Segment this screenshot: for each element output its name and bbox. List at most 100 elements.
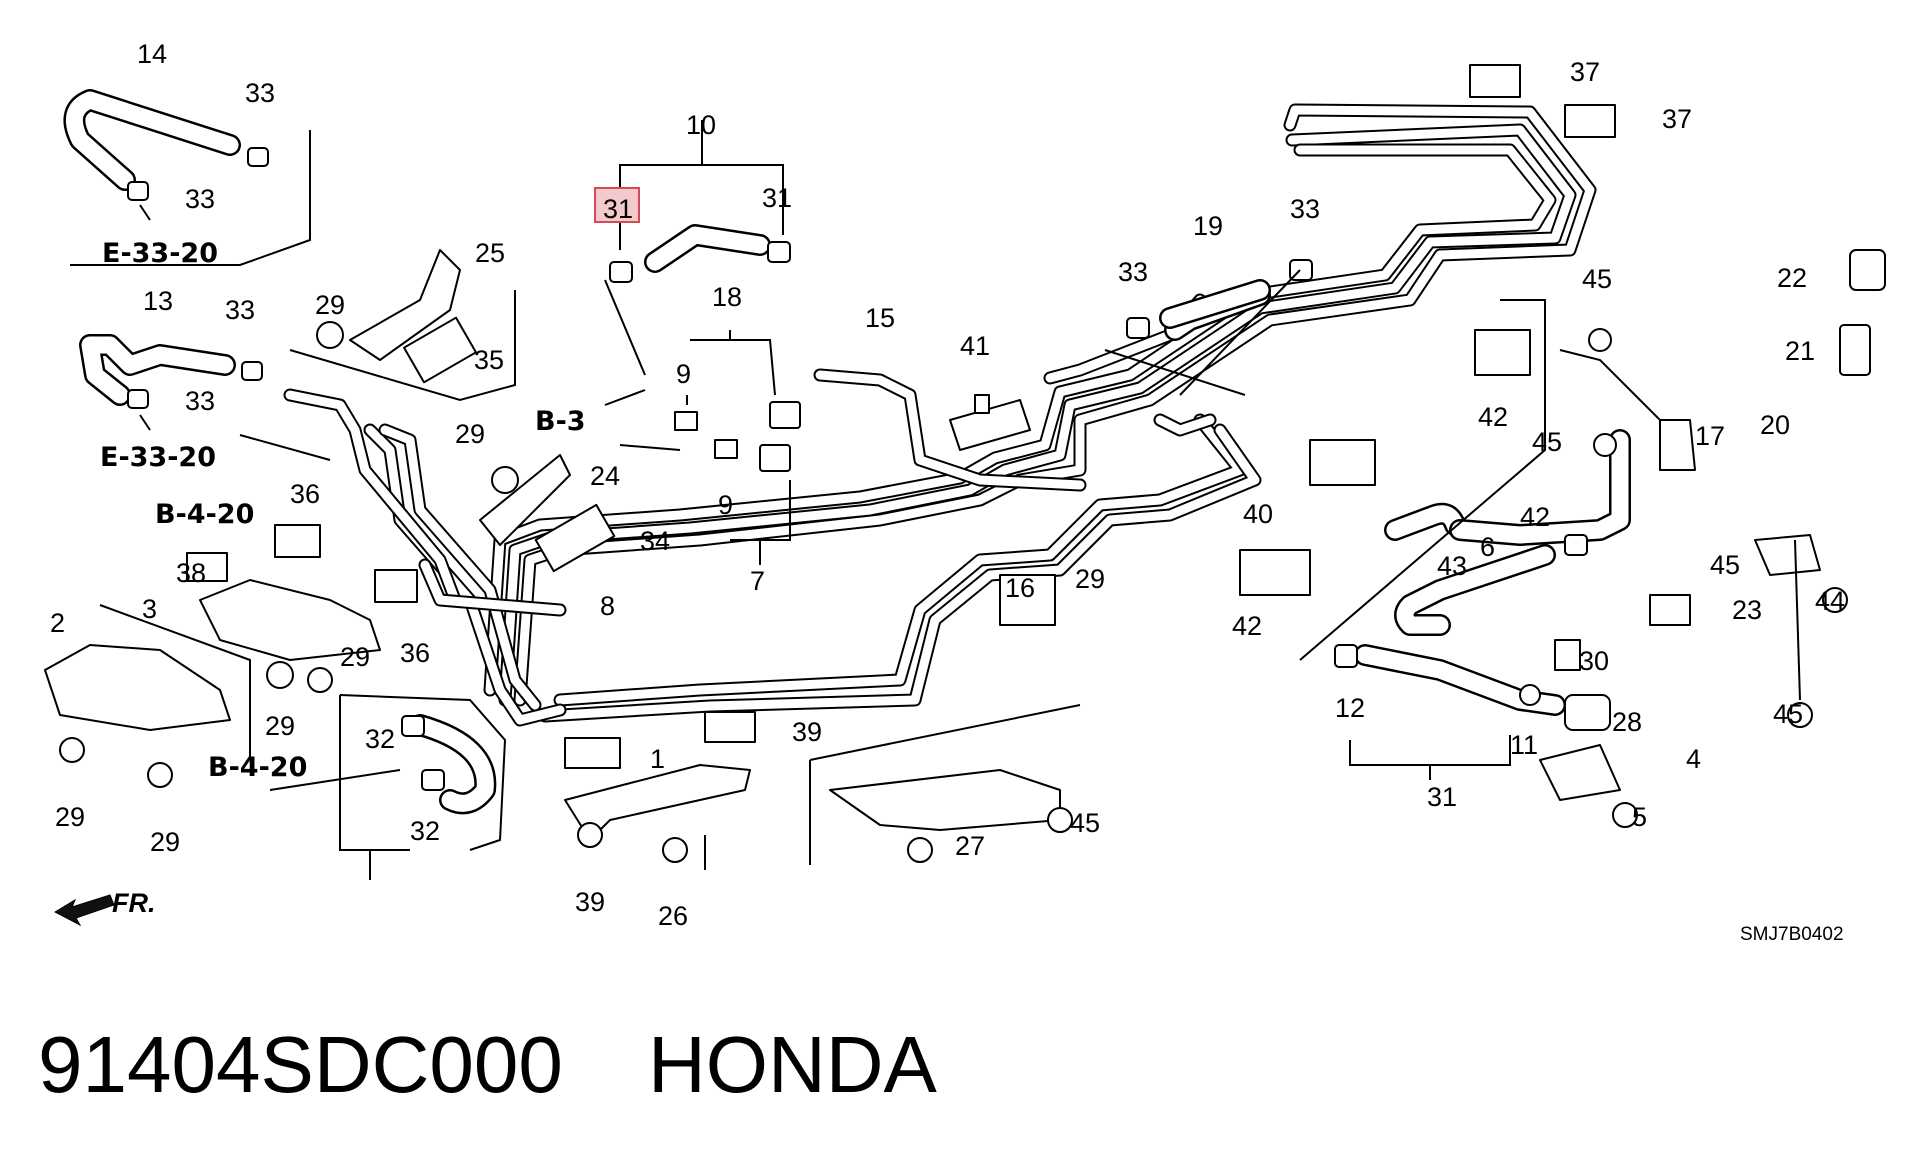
callout-29: 29: [340, 642, 370, 672]
bracket-25: [349, 249, 461, 361]
callout-42: 42: [1478, 402, 1508, 432]
bracket-23: [1754, 534, 1821, 576]
callout-29: 29: [265, 711, 295, 741]
callout-38: 38: [176, 558, 206, 588]
callout-33: 33: [1290, 194, 1320, 224]
clip-40: [999, 574, 1056, 626]
bolt-45f: [1612, 802, 1638, 828]
callout-43: 43: [1437, 551, 1467, 581]
clip-39a: [564, 737, 621, 769]
callout-41: 41: [960, 331, 990, 361]
clip-39b: [704, 711, 756, 743]
callout-15: 15: [865, 303, 895, 333]
callout-22: 22: [1777, 263, 1807, 293]
brand-name: HONDA: [648, 1020, 938, 1109]
nut-29d: [307, 667, 333, 693]
nut-29e: [59, 737, 85, 763]
callout-33: 33: [185, 386, 215, 416]
nut-29c: [266, 661, 294, 689]
callout-29: 29: [315, 290, 345, 320]
callout-33: 33: [185, 184, 215, 214]
clip-31c: [1334, 644, 1358, 668]
callout-14: 14: [137, 39, 167, 69]
ref-e-33-20-b: E-33-20: [100, 442, 216, 473]
bolt-45c: [1593, 433, 1617, 457]
parts: [44, 64, 1886, 863]
callout-37: 37: [1570, 57, 1600, 87]
callout-31: 31: [762, 183, 792, 213]
callout-30: 30: [1579, 646, 1609, 676]
bracket-26-hole: [577, 822, 603, 848]
callout-39: 39: [575, 887, 605, 917]
clip-9b: [714, 439, 738, 459]
ref-b-4-20-b: B-4-20: [208, 752, 307, 783]
callout-45: 45: [1532, 427, 1562, 457]
clip-33c: [241, 361, 263, 381]
callout-17: 17: [1695, 421, 1725, 451]
clip-33a: [247, 147, 269, 167]
callout-19: 19: [1193, 211, 1223, 241]
callout-35: 35: [474, 345, 504, 375]
clip-30: [1519, 684, 1541, 706]
ref-e-33-20-a: E-33-20: [102, 238, 218, 269]
bracket-3: [199, 579, 381, 661]
bracket-17: [1659, 419, 1696, 471]
callout-2: 2: [50, 608, 65, 638]
block-34: [534, 503, 616, 573]
callout-12: 12: [1335, 693, 1365, 723]
callout-10: 10: [686, 110, 716, 140]
clip-42b: [1309, 439, 1376, 486]
clamp-41: [949, 399, 1031, 451]
bracket-27-hole: [1047, 807, 1073, 833]
bracket-2: [44, 644, 231, 731]
callout-29: 29: [1075, 564, 1105, 594]
bracket-27: [829, 769, 1061, 831]
direction-label: FR.: [112, 888, 156, 918]
joint-18: [769, 401, 801, 429]
highlight-box: [594, 187, 640, 223]
block-35: [403, 316, 477, 384]
clip-44: [1649, 594, 1691, 626]
clip-32a: [401, 715, 425, 737]
callout-42: 42: [1232, 611, 1262, 641]
callout-36: 36: [400, 638, 430, 668]
clamp-41-post: [974, 394, 990, 414]
callout-34: 34: [640, 526, 670, 556]
ref-b-4-20-a: B-4-20: [155, 499, 254, 530]
block-38: [186, 552, 228, 582]
callout-3: 3: [142, 594, 157, 624]
callout-29: 29: [55, 802, 85, 832]
bolt-45a: [662, 837, 688, 863]
leader-lines: [70, 120, 1801, 880]
callout-45: 45: [1773, 699, 1803, 729]
block-36a: [274, 524, 321, 558]
callout-31: 31: [603, 194, 633, 224]
callout-9: 9: [676, 359, 691, 389]
callout-32: 32: [365, 724, 395, 754]
callout-23: 23: [1732, 595, 1762, 625]
bracket-5: [1539, 744, 1621, 801]
nut-29b: [491, 466, 519, 494]
callout-4: 4: [1686, 744, 1701, 774]
callout-9: 9: [718, 490, 733, 520]
callout-36: 36: [290, 479, 320, 509]
joint-21: [1839, 324, 1871, 376]
callout-39: 39: [792, 717, 822, 747]
callout-45: 45: [1582, 264, 1612, 294]
callout-33: 33: [225, 295, 255, 325]
nut-29f: [147, 762, 173, 788]
callout-29: 29: [455, 419, 485, 449]
clip-37a: [1469, 64, 1521, 98]
callout-24: 24: [590, 461, 620, 491]
callout-32: 32: [410, 816, 440, 846]
bolt-45e: [1787, 702, 1813, 728]
reference-labels: E-33-20 E-33-20 B-4-20 B-3 B-4-20: [100, 238, 586, 783]
callout-28: 28: [1612, 707, 1642, 737]
callout-27: 27: [955, 831, 985, 861]
bracket-24: [479, 454, 571, 546]
bolt-45b: [1588, 328, 1612, 352]
clip-31b: [767, 241, 791, 263]
callout-45: 45: [1070, 808, 1100, 838]
